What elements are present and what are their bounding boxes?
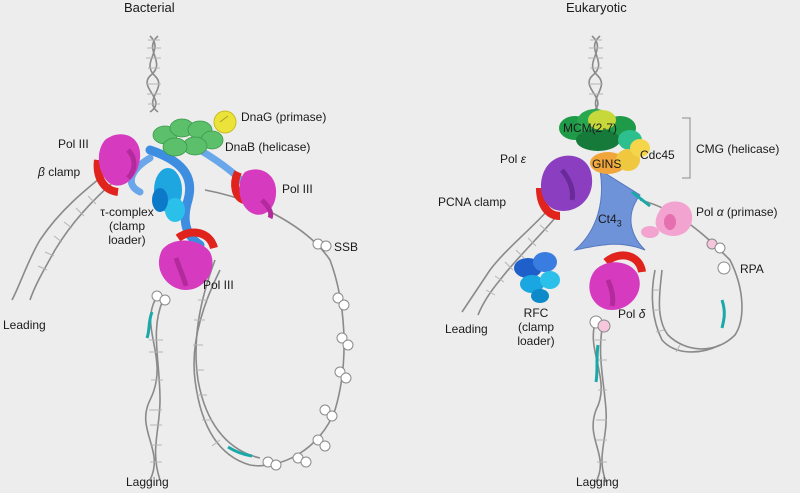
pol-epsilon-text: Pol bbox=[500, 152, 521, 166]
tau-complex-line2: (clamp bbox=[108, 219, 145, 233]
rfc-line3: loader) bbox=[517, 334, 555, 348]
mcm-label: MCM(2-7) bbox=[563, 121, 617, 135]
pol-epsilon bbox=[536, 155, 593, 220]
pol-alpha-label: Pol α (primase) bbox=[696, 205, 778, 219]
eukaryotic-leading-label: Leading bbox=[445, 322, 488, 336]
pol3-left-label: Pol III bbox=[58, 137, 89, 151]
dnab-label: DnaB (helicase) bbox=[225, 140, 311, 154]
bacterial-lagging-strand bbox=[144, 299, 164, 481]
rfc-label: RFC (clamp loader) bbox=[506, 306, 566, 348]
cmg-bracket bbox=[682, 117, 691, 179]
bacterial-lagging-loop bbox=[193, 189, 345, 467]
ctf4-label: Ct43 bbox=[598, 212, 622, 230]
pol3-bottom bbox=[158, 228, 218, 290]
pol3-bottom-label: Pol III bbox=[203, 278, 234, 292]
gins-label: GINS bbox=[592, 157, 622, 171]
bacterial-parental-dna bbox=[146, 35, 161, 113]
pol-epsilon-label: Pol ε bbox=[500, 152, 526, 166]
pol-delta bbox=[589, 251, 646, 310]
cdc45-label: Cdc45 bbox=[640, 148, 675, 162]
tau-complex-label: τ-complex (clamp loader) bbox=[92, 205, 162, 247]
cmg-helicase bbox=[559, 109, 650, 174]
rpa-label: RPA bbox=[740, 262, 764, 276]
delta-symbol: δ bbox=[638, 307, 646, 321]
ctf4-subscript: 3 bbox=[616, 218, 622, 229]
rfc-line2: (clamp bbox=[517, 320, 554, 334]
ctf4-trimer bbox=[573, 168, 646, 251]
rfc-line1: RFC bbox=[523, 306, 549, 320]
alpha-symbol: α bbox=[716, 205, 724, 219]
bacterial-leading-label: Leading bbox=[3, 318, 46, 332]
dnag-primase bbox=[213, 110, 237, 134]
tau-complex-line1: τ-complex bbox=[100, 205, 154, 219]
bacterial-title: Bacterial bbox=[124, 0, 175, 15]
dnab-helicase bbox=[152, 118, 224, 157]
cmg-label: CMG (helicase) bbox=[696, 142, 780, 156]
eukaryotic-lagging-label: Lagging bbox=[576, 475, 619, 489]
eukaryotic-lagging-loop bbox=[639, 199, 743, 353]
tau-complex-line3: loader) bbox=[108, 233, 146, 247]
pol-alpha-text: Pol bbox=[696, 205, 717, 219]
beta-clamp-text: clamp bbox=[44, 165, 81, 179]
pol-alpha-rest: (primase) bbox=[723, 205, 778, 219]
eukaryotic-leading-strand bbox=[461, 209, 556, 316]
rfc-clamp-loader bbox=[514, 252, 560, 303]
pol3-left bbox=[93, 134, 141, 196]
ssb-beads bbox=[151, 238, 354, 471]
eukaryotic-lagging-strand bbox=[589, 315, 611, 483]
pol3-right bbox=[231, 169, 277, 220]
pol-alpha bbox=[631, 190, 693, 238]
ctf4-text: Ct4 bbox=[598, 212, 617, 226]
pol-delta-label: Pol δ bbox=[618, 307, 645, 321]
pol-delta-text: Pol bbox=[618, 307, 639, 321]
beta-clamp-label: β clamp bbox=[38, 165, 80, 179]
eukaryotic-parental-dna bbox=[588, 35, 603, 113]
bacterial-lagging-label: Lagging bbox=[126, 475, 169, 489]
beta-symbol: β bbox=[38, 165, 45, 179]
dnag-label: DnaG (primase) bbox=[241, 110, 327, 124]
pol3-right-label: Pol III bbox=[282, 182, 313, 196]
ssb-label: SSB bbox=[334, 240, 359, 254]
eukaryotic-title: Eukaryotic bbox=[566, 0, 627, 15]
pcna-label: PCNA clamp bbox=[438, 195, 507, 209]
epsilon-symbol: ε bbox=[520, 152, 526, 166]
